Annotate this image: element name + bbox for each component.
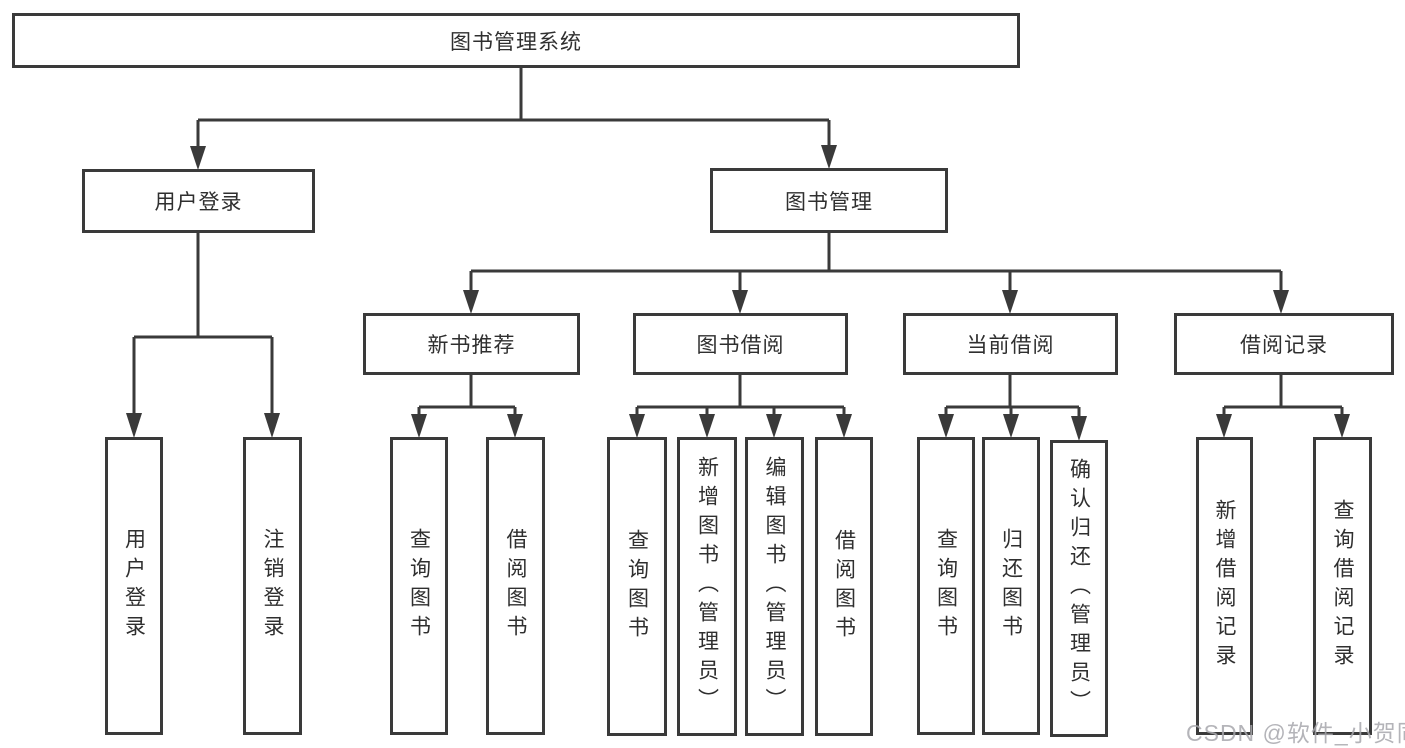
leaf-label: 借阅图书 bbox=[832, 528, 856, 645]
leaf-label: 新增图书（管理员） bbox=[695, 456, 719, 717]
node-book-borrow: 图书借阅 bbox=[633, 313, 848, 375]
leaf-label: 注销登录 bbox=[261, 528, 284, 644]
leaf-query-books-recommend: 查询图书 bbox=[390, 437, 448, 735]
leaf-label: 用户登录 bbox=[122, 528, 146, 644]
connector-book-borrow-children bbox=[629, 375, 852, 438]
leaf-label: 确认归还（管理员） bbox=[1067, 458, 1091, 719]
leaf-logout-login: 注销登录 bbox=[243, 437, 302, 735]
node-label: 用户登录 bbox=[154, 191, 243, 214]
node-label: 当前借阅 bbox=[966, 334, 1055, 357]
leaf-label: 归还图书 bbox=[999, 528, 1023, 644]
leaf-query-books-current: 查询图书 bbox=[917, 437, 975, 735]
leaf-return-books: 归还图书 bbox=[982, 437, 1040, 735]
node-user-login: 用户登录 bbox=[82, 169, 315, 233]
node-current-borrow: 当前借阅 bbox=[903, 313, 1118, 375]
connector-root-to-level2 bbox=[190, 68, 837, 170]
leaf-label: 编辑图书（管理员） bbox=[763, 456, 786, 717]
leaf-edit-books-admin: 编辑图书（管理员） bbox=[745, 437, 804, 736]
leaf-label: 查询图书 bbox=[625, 528, 649, 645]
leaf-confirm-return-admin: 确认归还（管理员） bbox=[1050, 440, 1108, 737]
connector-borrow-records-children bbox=[1216, 375, 1350, 438]
leaf-query-borrow-record: 查询借阅记录 bbox=[1313, 437, 1372, 735]
leaf-label: 查询借阅记录 bbox=[1331, 499, 1354, 673]
connector-user-login-children bbox=[126, 233, 280, 438]
leaf-label: 借阅图书 bbox=[504, 528, 527, 644]
connector-current-borrow-children bbox=[938, 375, 1087, 441]
node-library-management-system: 图书管理系统 bbox=[12, 13, 1020, 68]
leaf-borrow-books: 借阅图书 bbox=[815, 437, 873, 736]
node-book-management: 图书管理 bbox=[710, 168, 948, 233]
node-label: 图书管理 bbox=[785, 190, 873, 214]
leaf-label: 查询图书 bbox=[407, 528, 431, 644]
node-label: 图书借阅 bbox=[696, 334, 785, 357]
node-label: 借阅记录 bbox=[1240, 334, 1328, 357]
connector-new-book-recommend-children bbox=[411, 375, 523, 438]
node-label: 新书推荐 bbox=[427, 334, 516, 357]
leaf-label: 查询图书 bbox=[934, 528, 958, 644]
csdn-watermark: CSDN @软件_小贺同学 bbox=[1186, 720, 1405, 746]
leaf-query-books-borrow: 查询图书 bbox=[607, 437, 667, 736]
leaf-borrow-books-recommend: 借阅图书 bbox=[486, 437, 545, 735]
leaf-add-borrow-record: 新增借阅记录 bbox=[1196, 437, 1253, 735]
node-new-book-recommend: 新书推荐 bbox=[363, 313, 580, 375]
leaf-add-books-admin: 新增图书（管理员） bbox=[677, 437, 737, 736]
connector-book-management-children bbox=[463, 233, 1289, 314]
leaf-label: 新增借阅记录 bbox=[1213, 499, 1236, 673]
leaf-user-login: 用户登录 bbox=[105, 437, 163, 735]
node-label: 图书管理系统 bbox=[450, 30, 582, 54]
node-borrow-records: 借阅记录 bbox=[1174, 313, 1394, 375]
